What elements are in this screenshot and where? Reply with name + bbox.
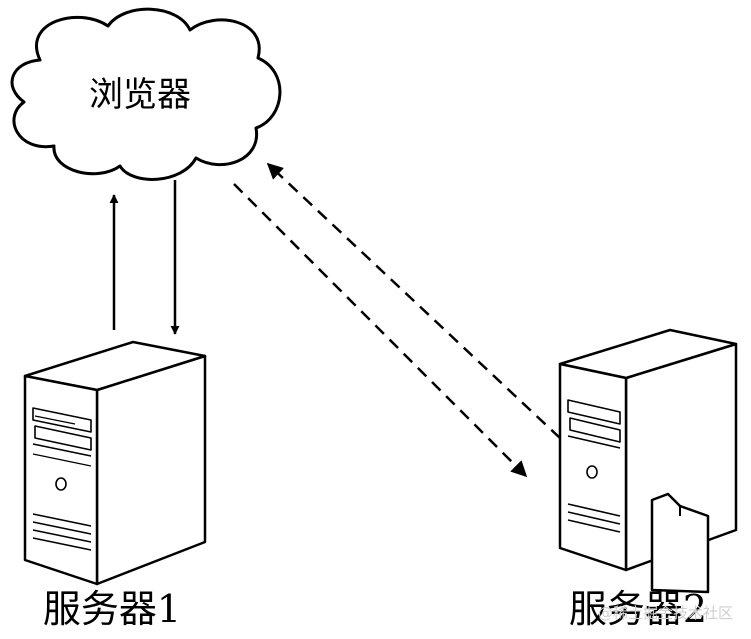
watermark-text: @稀土掘金技术社区 [598,604,733,622]
arrow-server2-to-browser [266,162,561,439]
browser-node: 浏览器 [10,7,282,181]
server2-node: 服务器2 [558,328,738,631]
server1-label: 服务器1 [43,587,181,631]
server-icon [558,328,738,594]
cloud-icon [10,7,282,181]
server-icon [23,340,207,586]
server2-label: 服务器2 [569,587,707,631]
arrow-browser-to-server2 [233,183,528,478]
browser-label: 浏览器 [89,75,191,115]
server1-node: 服务器1 [23,340,207,631]
